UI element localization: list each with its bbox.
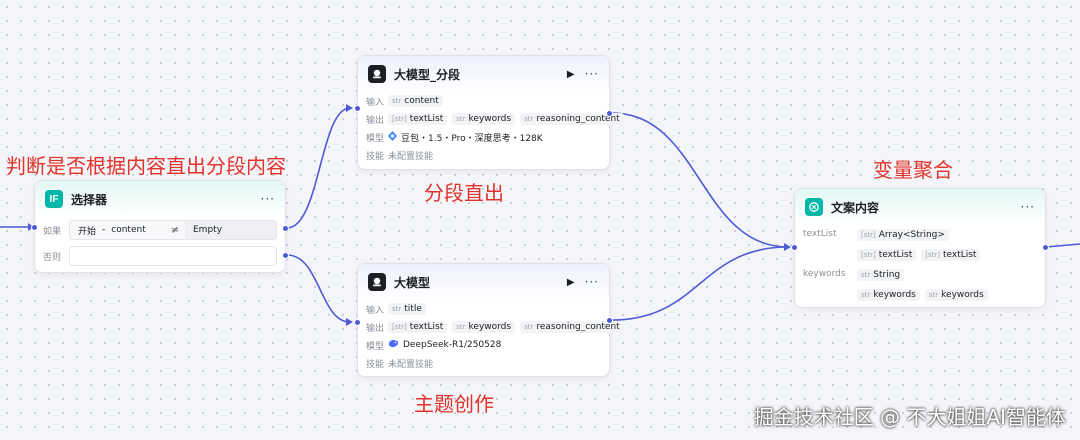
condition-variable: content (111, 225, 146, 235)
group-type-tag: [str]Array<String> (857, 229, 949, 241)
if-output-port[interactable] (282, 225, 289, 232)
model-label: 模型 (366, 341, 385, 352)
aggregator-header[interactable]: 文案内容 ··· (795, 189, 1045, 225)
watermark: 掘金技术社区 @ 不大姐姐AI智能体 (753, 405, 1066, 429)
if-icon: IF (45, 190, 63, 208)
skill-row: 技能 未配置技能 (358, 354, 609, 372)
edge-if-to-split (286, 107, 351, 229)
node-title: 文案内容 (831, 200, 880, 215)
condition-box[interactable]: 开始 - content ≠ Empty (69, 220, 277, 240)
llm-icon (368, 273, 386, 291)
group-label: textList (803, 229, 837, 239)
edge-agg-out (1045, 243, 1080, 248)
condition-value: Empty (193, 225, 223, 235)
else-branch-row: 否则 (35, 243, 285, 269)
output-port[interactable] (606, 110, 613, 117)
variable-tag: [str]textList (388, 321, 448, 333)
variable-tag: [str]textList (388, 113, 448, 125)
node-title: 大模型_分段 (394, 67, 461, 82)
edge-topic-to-agg (611, 246, 789, 321)
input-port[interactable] (354, 105, 361, 112)
input-port[interactable] (31, 224, 38, 231)
selector-node-header[interactable]: IF 选择器 ··· (35, 181, 285, 217)
play-icon[interactable]: ▶ (566, 68, 575, 80)
annotation-topic: 主题创作 (414, 392, 494, 416)
not-equal-icon: ≠ (170, 224, 180, 236)
llm-split-header[interactable]: 大模型_分段 ▶ ··· (358, 56, 609, 92)
annotation-aggregate: 变量聚合 (873, 158, 953, 182)
edge-arrow-topic (346, 318, 353, 326)
node-title: 选择器 (71, 192, 108, 207)
input-port[interactable] (791, 244, 798, 251)
model-row: 模型 豆包・1.5・Pro・深度思考・128K (358, 128, 609, 146)
else-box[interactable] (69, 246, 277, 266)
more-icon[interactable]: ··· (1020, 200, 1035, 214)
condition-source: 开始 (78, 226, 97, 237)
selector-node[interactable]: IF 选择器 ··· 如果 开始 - content ≠ Empty 否则 (31, 180, 289, 273)
aggregate-group-textlist: textList [str]Array<String> [str]textLis… (795, 225, 1045, 265)
more-icon[interactable]: ··· (260, 192, 275, 206)
model-name: DeepSeek-R1/250528 (403, 340, 502, 350)
play-icon[interactable]: ▶ (566, 276, 575, 288)
output-label: 输出 (366, 323, 385, 334)
condition-separator: - (102, 225, 106, 235)
doubao-model-icon (388, 130, 397, 144)
output-port[interactable] (606, 317, 613, 324)
skill-row: 技能 未配置技能 (358, 146, 609, 164)
more-icon[interactable]: ··· (584, 275, 599, 289)
skill-label: 技能 (366, 151, 385, 162)
annotation-split: 分段直出 (424, 181, 504, 205)
edge-else-to-topic (286, 254, 351, 323)
more-icon[interactable]: ··· (584, 67, 599, 81)
aggregate-icon (805, 198, 823, 216)
deepseek-model-icon (388, 339, 399, 351)
else-label: 否则 (43, 252, 62, 263)
skill-label: 技能 (366, 359, 385, 370)
edge-arrow-split (346, 104, 353, 112)
skill-text: 未配置技能 (388, 359, 434, 370)
if-label: 如果 (43, 226, 62, 237)
model-name: 豆包・1.5・Pro・深度思考・128K (401, 133, 543, 144)
node-title: 大模型 (394, 275, 431, 290)
aggregator-node[interactable]: 文案内容 ··· textList [str]Array<String> [st… (791, 188, 1049, 308)
edge-arrow-aggregator (784, 243, 791, 251)
input-label: 输入 (366, 305, 385, 316)
input-port[interactable] (354, 319, 361, 326)
output-port[interactable] (1042, 244, 1049, 251)
input-label: 输入 (366, 97, 385, 108)
llm-icon (368, 65, 386, 83)
group-label: keywords (803, 269, 846, 279)
llm-topic-header[interactable]: 大模型 ▶ ··· (358, 264, 609, 300)
variable-tag: [str]textList (857, 249, 917, 261)
model-label: 模型 (366, 133, 385, 144)
edge-split-to-agg (611, 112, 789, 248)
if-branch-row: 如果 开始 - content ≠ Empty (35, 217, 285, 243)
variable-tag: [str]textList (921, 249, 981, 261)
annotation-decide: 判断是否根据内容直出分段内容 (6, 154, 286, 178)
output-label: 输出 (366, 115, 385, 126)
model-row: 模型 DeepSeek-R1/250528 (358, 336, 609, 354)
skill-text: 未配置技能 (388, 151, 434, 162)
else-output-port[interactable] (282, 252, 289, 259)
